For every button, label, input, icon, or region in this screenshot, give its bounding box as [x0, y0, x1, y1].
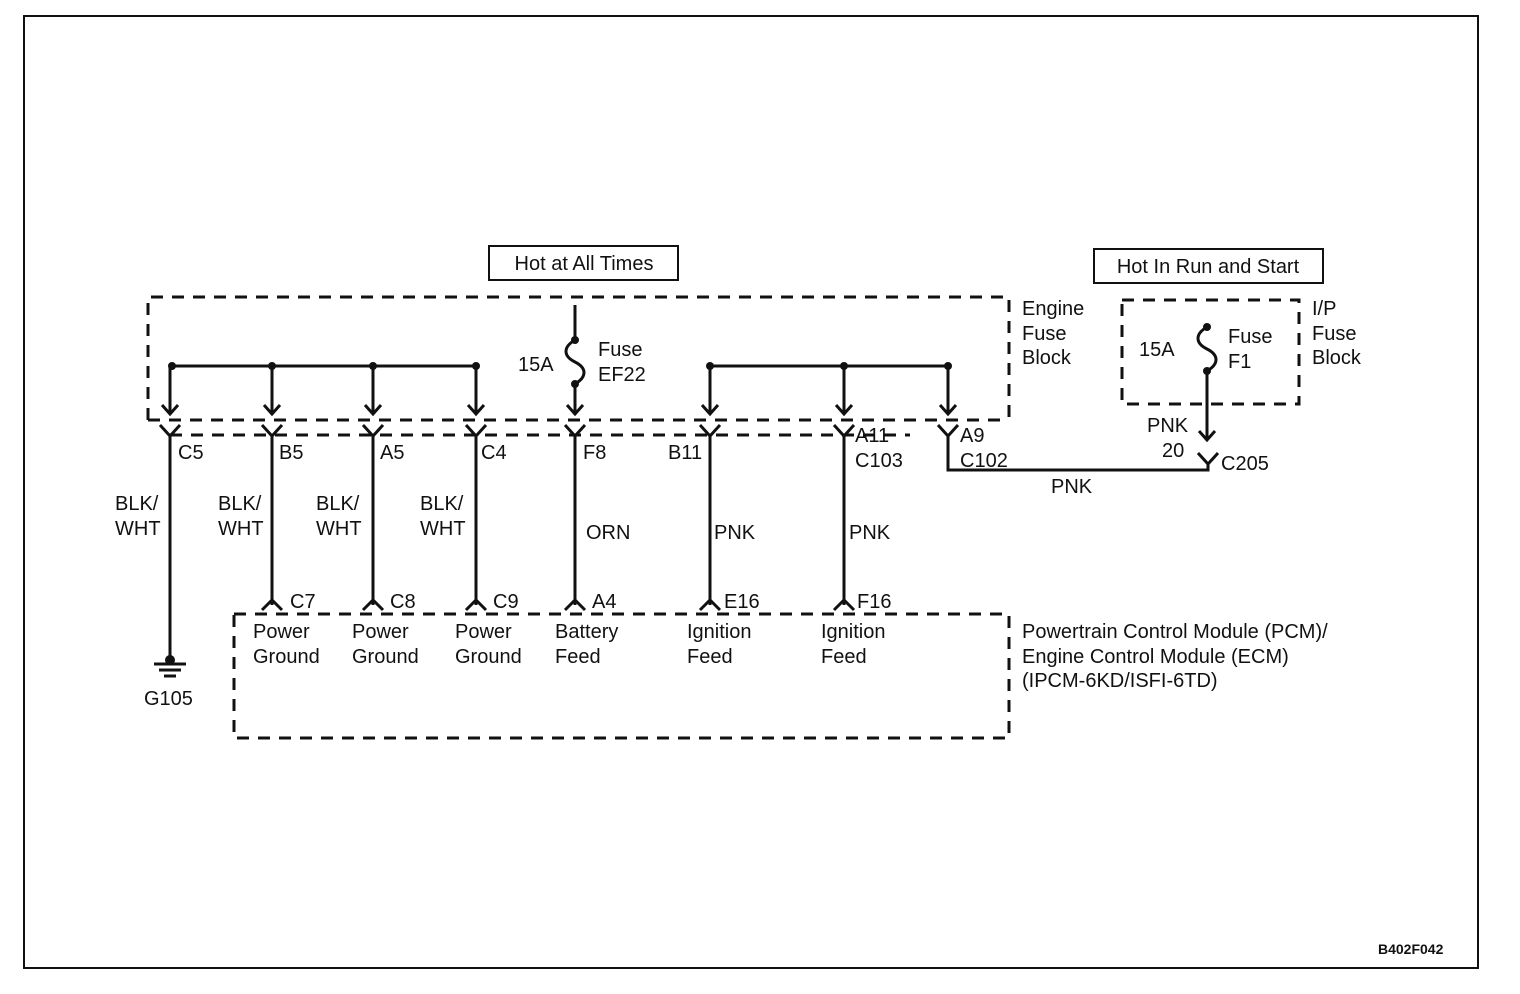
ground-symbol-icon [154, 655, 186, 678]
svg-text:(IPCM-6KD/ISFI-6TD): (IPCM-6KD/ISFI-6TD) [1022, 670, 1218, 692]
pcm-block: Powertrain Control Module (PCM)/ Engine … [232, 612, 1328, 740]
wire-color-1a: BLK/ [115, 493, 159, 515]
wire-color-3b: WHT [316, 518, 362, 540]
pcm-pin-symbols [260, 597, 856, 612]
pin-c4: C4 [481, 442, 507, 464]
pcm-function-5b: Feed [687, 646, 733, 668]
pcm-function-2a: Power [352, 621, 409, 643]
pin-c5: C5 [178, 442, 204, 464]
fuse-ef22: 15A Fuse EF22 [518, 305, 646, 417]
svg-text:Engine Control Module (ECM): Engine Control Module (ECM) [1022, 646, 1289, 668]
hot-in-run-and-start-label: Hot In Run and Start [1093, 248, 1324, 284]
svg-text:Engine: Engine [1022, 298, 1084, 320]
wire-color-5: ORN [586, 522, 630, 544]
wire-color-2b: WHT [218, 518, 264, 540]
wire-color-3a: BLK/ [316, 493, 360, 515]
ignition-bus-bar [706, 362, 952, 370]
svg-text:Block: Block [1022, 347, 1072, 369]
pcm-function-4a: Battery [555, 621, 618, 643]
figure-code: B402F042 [1378, 941, 1444, 957]
svg-text:EF22: EF22 [598, 364, 646, 386]
wire-color-6: PNK [714, 522, 756, 544]
svg-text:Powertrain Control Module (PCM: Powertrain Control Module (PCM)/ [1022, 621, 1328, 643]
pcm-pin-c8: C8 [390, 591, 416, 613]
ip-fuse-block: I/P Fuse Block 15A Fuse F1 [1120, 298, 1362, 406]
pin-f8: F8 [583, 442, 606, 464]
pcm-pin-e16: E16 [724, 591, 760, 613]
svg-text:15A: 15A [518, 354, 554, 376]
pin-b11: B11 [668, 442, 702, 464]
svg-text:PNK: PNK [1051, 476, 1093, 498]
svg-text:Fuse: Fuse [1228, 326, 1272, 348]
svg-text:Fuse: Fuse [1022, 323, 1066, 345]
wire-color-7: PNK [849, 522, 891, 544]
pcm-function-1b: Ground [253, 646, 320, 668]
c205-pin: 20 [1162, 440, 1184, 462]
pcm-function-3a: Power [455, 621, 512, 643]
pcm-pin-c9: C9 [493, 591, 519, 613]
ground-label-g105: G105 [144, 688, 193, 710]
pcm-function-2b: Ground [352, 646, 419, 668]
pcm-function-6b: Feed [821, 646, 867, 668]
hot-at-all-times-label: Hot at All Times [488, 245, 679, 281]
svg-text:I/P: I/P [1312, 298, 1336, 320]
svg-text:F1: F1 [1228, 351, 1251, 373]
engine-fuse-block: Engine Fuse Block [146, 295, 1084, 420]
fuse-f1 [1196, 323, 1218, 443]
wire-color-2a: BLK/ [218, 493, 262, 515]
ip-wire-color: PNK [1147, 415, 1189, 437]
pcm-pin-f16: F16 [857, 591, 891, 613]
pin-b5: B5 [279, 442, 303, 464]
c103-label: C103 [855, 450, 903, 472]
ground-bus-bar [168, 362, 480, 370]
wire-color-4b: WHT [420, 518, 466, 540]
pcm-function-1a: Power [253, 621, 310, 643]
pcm-function-5a: Ignition [687, 621, 752, 643]
pcm-function-4b: Feed [555, 646, 601, 668]
c102-label: C102 [960, 450, 1008, 472]
pcm-function-3b: Ground [455, 646, 522, 668]
svg-text:Fuse: Fuse [598, 339, 642, 361]
wire-runs [168, 436, 846, 660]
pcm-function-6a: Ignition [821, 621, 886, 643]
svg-text:Fuse: Fuse [1312, 323, 1356, 345]
pin-a9: A9 [960, 425, 984, 447]
c205-label: C205 [1221, 453, 1269, 475]
wire-color-4a: BLK/ [420, 493, 464, 515]
pin-a5: A5 [380, 442, 404, 464]
pcm-pin-c7: C7 [290, 591, 316, 613]
svg-text:15A: 15A [1139, 339, 1175, 361]
pin-a11: A11 [855, 425, 889, 447]
bus-drops [160, 366, 958, 417]
c205-pin-symbol [1196, 451, 1220, 467]
outer-frame [23, 15, 1479, 969]
wire-color-1b: WHT [115, 518, 161, 540]
svg-text:Hot at All Times: Hot at All Times [515, 253, 654, 275]
svg-text:Hot In Run and Start: Hot In Run and Start [1117, 256, 1300, 278]
jumper-wire-a9-c205: PNK [946, 436, 1210, 498]
pcm-pin-a4: A4 [592, 591, 616, 613]
svg-text:Block: Block [1312, 347, 1362, 369]
